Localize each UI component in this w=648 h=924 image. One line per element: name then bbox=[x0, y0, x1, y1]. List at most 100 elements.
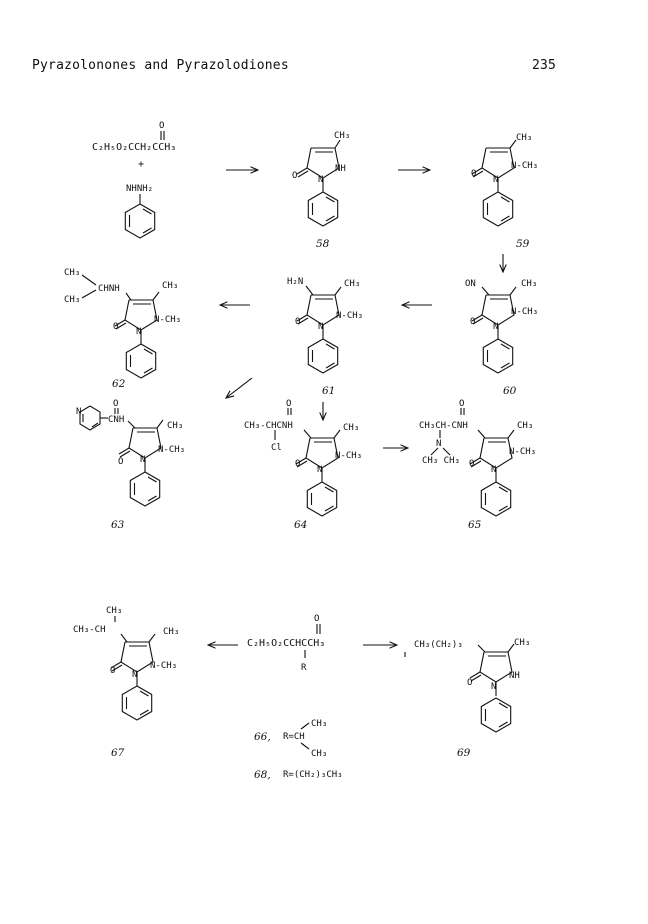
c65-ring-o: O bbox=[469, 459, 474, 469]
page-number: 235 bbox=[532, 58, 557, 73]
reagent-ester-formula: C₂H₅O₂CCH₂CCH₃ bbox=[92, 142, 176, 153]
c67-isopropyl: CH₃-CH bbox=[73, 625, 106, 635]
caption-68: 68, bbox=[254, 769, 271, 781]
c61-o: O bbox=[295, 317, 300, 327]
caption-64: 64 bbox=[294, 519, 307, 531]
compound-65: O CH₃CH-CNH N CH₃ CH₃ CH₃ N-CH₃ N O 65 bbox=[419, 399, 536, 531]
c61-h2n: H₂N bbox=[287, 277, 303, 287]
c63-nch3: N-CH₃ bbox=[158, 445, 185, 455]
c62-n: N bbox=[136, 327, 141, 337]
c61-n: N bbox=[318, 322, 323, 332]
c65-ch3: CH₃ bbox=[517, 421, 533, 431]
c59-nch3: N-CH₃ bbox=[511, 161, 538, 171]
c60-n: N bbox=[493, 322, 498, 332]
compound-63: N O CNH CH₃ N-CH₃ N O 63 bbox=[76, 399, 185, 531]
reagent-ethyl-acetoacetate: O C₂H₅O₂CCH₂CCH₃ bbox=[92, 121, 176, 153]
compound-69: CH₃(CH₂)₃ CH₃ NH N O 69 bbox=[414, 638, 530, 759]
running-head: Pyrazolonones and Pyrazolodiones bbox=[32, 58, 289, 73]
pyridine-ring bbox=[79, 405, 101, 431]
c65-o: O bbox=[459, 399, 464, 409]
caption-66: 66, bbox=[254, 731, 271, 743]
c69-nh: NH bbox=[509, 671, 520, 681]
c69-o: O bbox=[467, 678, 472, 688]
caption-58: 58 bbox=[316, 238, 330, 250]
ester-66-68: O C₂H₅O₂CCHCCH₃ R bbox=[247, 614, 325, 673]
c60-ch3: CH₃ bbox=[521, 279, 537, 289]
c58-ch3: CH₃ bbox=[334, 131, 350, 141]
c60-o: O bbox=[470, 317, 475, 327]
plus-sign: + bbox=[138, 159, 144, 170]
c64-ring-o: O bbox=[295, 459, 300, 469]
c67-n: N bbox=[132, 670, 137, 680]
compound-67: CH₃ CH₃-CH CH₃ N-CH₃ N O 67 bbox=[73, 606, 179, 759]
ester-formula: C₂H₅O₂CCHCCH₃ bbox=[247, 638, 325, 649]
c62-nch3: N-CH₃ bbox=[154, 315, 181, 325]
c63-cnh: CNH bbox=[108, 415, 124, 425]
c62-ch3: CH₃ bbox=[162, 281, 178, 291]
c60-nch3: N-CH₃ bbox=[511, 307, 538, 317]
c58-n: N bbox=[318, 175, 323, 185]
c65-ring-n: N bbox=[491, 465, 496, 475]
c64-ch3: CH₃ bbox=[343, 423, 359, 433]
c59-n: N bbox=[493, 175, 498, 185]
c61-ch3: CH₃ bbox=[344, 279, 360, 289]
c64-cl: Cl bbox=[271, 443, 282, 453]
compound-58: CH₃ NH N O 58 bbox=[292, 131, 350, 250]
compound-59: CH₃ N-CH₃ N O 59 bbox=[471, 133, 538, 250]
c63-n: N bbox=[140, 455, 145, 465]
ester-r: R bbox=[301, 663, 307, 673]
c61-nch3: N-CH₃ bbox=[336, 311, 363, 321]
caption-69: 69 bbox=[457, 747, 471, 759]
r68-def: R=(CH₂)₃CH₃ bbox=[283, 770, 343, 780]
reagent-phenylhydrazine: NHNH₂ bbox=[124, 184, 156, 239]
c65-nme2: CH₃ CH₃ bbox=[422, 456, 460, 466]
c65-n: N bbox=[436, 439, 441, 449]
ester-o: O bbox=[314, 614, 319, 624]
r66-ch3-bottom: CH₃ bbox=[311, 749, 327, 759]
c64-n: N bbox=[317, 465, 322, 475]
c64-o: O bbox=[286, 399, 291, 409]
caption-60: 60 bbox=[503, 385, 517, 397]
caption-65: 65 bbox=[468, 519, 482, 531]
c67-o: O bbox=[110, 666, 115, 676]
c63-ch3: CH₃ bbox=[167, 421, 183, 431]
c60-on: ON bbox=[465, 279, 476, 289]
c62-chnh: CHNH bbox=[98, 284, 120, 294]
c69-n: N bbox=[491, 682, 496, 692]
arrow-to-63 bbox=[226, 377, 253, 398]
c69-ch3: CH₃ bbox=[514, 638, 530, 648]
c58-o: O bbox=[292, 171, 297, 181]
c58-nh: NH bbox=[335, 164, 346, 174]
c64-nch3: N-CH₃ bbox=[335, 451, 362, 461]
caption-59: 59 bbox=[516, 238, 530, 250]
r-definitions: CH₃ 66, R=CH CH₃ 68, R=(CH₂)₃CH₃ bbox=[254, 719, 343, 781]
c65-chain: CH₃CH-CNH bbox=[419, 421, 468, 431]
c63-pyridine-n: N bbox=[76, 407, 81, 417]
c67-ch3-top: CH₃ bbox=[106, 606, 122, 616]
compound-62: CH₃ CH₃ CHNH CH₃ N-CH₃ N O 62 bbox=[64, 268, 181, 390]
c63-ring-o: O bbox=[118, 457, 123, 467]
c59-ch3: CH₃ bbox=[516, 133, 532, 143]
caption-62: 62 bbox=[112, 378, 126, 390]
c62-ch3-a: CH₃ bbox=[64, 268, 80, 278]
reagent-carbonyl-o: O bbox=[159, 121, 164, 131]
r66-def: R=CH bbox=[283, 732, 305, 742]
c67-ch3: CH₃ bbox=[163, 627, 179, 637]
compound-60: ON CH₃ N-CH₃ N O 60 bbox=[465, 279, 538, 397]
caption-61: 61 bbox=[322, 385, 335, 397]
compound-64: O CH₃-CHCNH Cl CH₃ N-CH₃ N O 64 bbox=[244, 399, 362, 531]
c69-butyl: CH₃(CH₂)₃ bbox=[414, 640, 463, 650]
c62-ch3-b: CH₃ bbox=[64, 295, 80, 305]
hydrazine-label: NHNH₂ bbox=[126, 184, 153, 194]
c63-o: O bbox=[113, 399, 118, 409]
r66-ch3-top: CH₃ bbox=[311, 719, 327, 729]
c62-o: O bbox=[113, 322, 118, 332]
c65-nch3: N-CH₃ bbox=[509, 447, 536, 457]
caption-67: 67 bbox=[111, 747, 125, 759]
c59-o: O bbox=[471, 169, 476, 179]
caption-63: 63 bbox=[111, 519, 125, 531]
c67-nch3: N-CH₃ bbox=[150, 661, 177, 671]
c64-chain: CH₃-CHCNH bbox=[244, 421, 293, 431]
compound-61: H₂N CH₃ N-CH₃ N O 61 bbox=[287, 277, 363, 397]
